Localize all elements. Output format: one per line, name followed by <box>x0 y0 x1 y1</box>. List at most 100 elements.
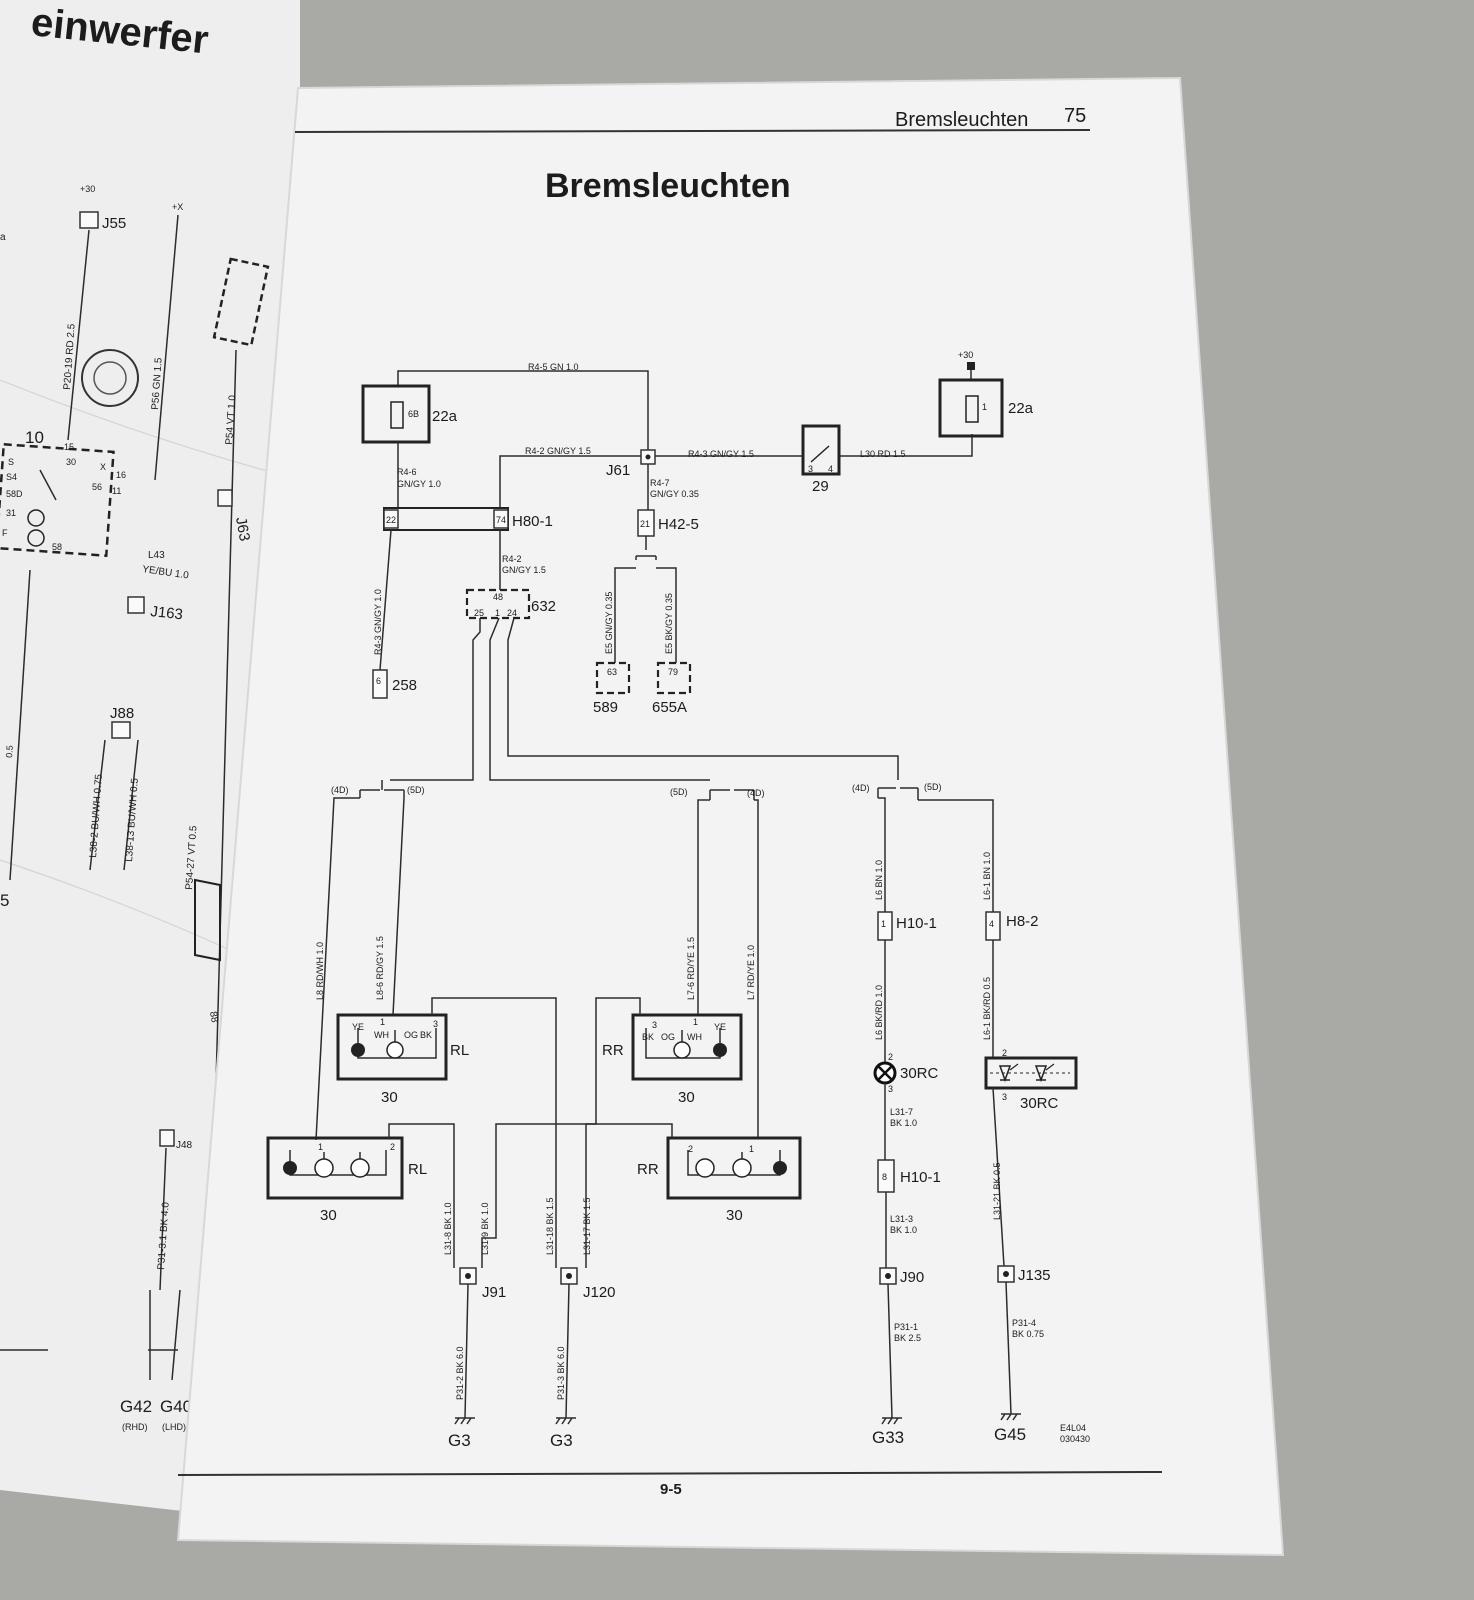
label-e5a: E5 GN/GY 0.35 <box>604 592 614 654</box>
lamp-unit-rl-upper <box>336 1013 448 1081</box>
left-label-j48: J48 <box>176 1140 193 1151</box>
label-l319: L31-9 BK 1.0 <box>480 1202 490 1255</box>
left-label-lhd: (LHD) <box>162 1422 186 1432</box>
label-d5b: (5D) <box>670 787 688 797</box>
page-sheet <box>176 76 1285 1557</box>
supply-terminal <box>967 362 975 370</box>
h80-pin-22 <box>383 509 399 529</box>
wire-p312 <box>464 1283 469 1419</box>
c589-label: 589 <box>593 699 618 716</box>
label-d4c: (4D) <box>852 783 870 793</box>
label-d5c: (5D) <box>924 782 942 792</box>
label-l61a: L6-1 BN 1.0 <box>982 852 992 900</box>
h10-upper-label: H10-1 <box>896 915 937 932</box>
label-l30: L30 RD 1.5 <box>860 449 906 459</box>
bulb-icon-3 <box>673 1041 691 1059</box>
label-l86: L8-6 RD/GY 1.5 <box>375 936 385 1000</box>
label-r42a: R4-2 GN/GY 1.5 <box>525 446 591 456</box>
switch-contact-icon <box>810 445 830 463</box>
module-589 <box>595 661 631 695</box>
left-switch-block <box>0 442 115 558</box>
rr-lower-number: 30 <box>726 1207 743 1224</box>
rr-upper-pin-bk: BK <box>642 1032 654 1042</box>
ground-g3-b: G3 <box>550 1431 573 1450</box>
rl-upper-pin-bk: BK <box>420 1030 432 1040</box>
left-label-15: 15 <box>64 442 74 452</box>
left-label-a: a <box>0 232 6 243</box>
c258-label: 258 <box>392 677 417 694</box>
label-r46a: R4-6 <box>397 467 417 477</box>
c632-pin1: 1 <box>495 608 500 618</box>
switch-label: 29 <box>812 478 829 495</box>
wire-l8 <box>315 797 360 1141</box>
h80-pin-a: 22 <box>386 515 396 525</box>
c258-pin: 6 <box>376 676 381 686</box>
splice-dot <box>645 454 651 460</box>
wire-rr-lower-ground <box>481 1123 673 1268</box>
bulb-icon-8 <box>695 1158 715 1178</box>
j91-label: J91 <box>482 1284 506 1301</box>
switch-lever <box>39 469 57 501</box>
wire-p311 <box>887 1283 893 1419</box>
label-d4b: (4D) <box>747 788 765 798</box>
left-label-l43: L43 <box>148 550 165 561</box>
lamp-30rc-pin3: 3 <box>888 1084 893 1094</box>
header-rule <box>294 129 1091 133</box>
h10-upper-pin: 1 <box>881 919 886 929</box>
module-632 <box>465 588 531 620</box>
left-label-j63: J63 <box>232 516 253 543</box>
wire-l30 <box>840 434 973 457</box>
j163-connector <box>127 596 145 614</box>
label-l8: L8 RD/WH 1.0 <box>315 942 325 1000</box>
connector-258 <box>372 669 388 699</box>
label-r47b: GN/GY 0.35 <box>650 489 699 499</box>
left-wire-j48 <box>159 1147 167 1291</box>
wire-632-right <box>489 617 710 781</box>
left-label-p20: P20-19 RD 2.5 <box>62 323 78 390</box>
label-d4a: (4D) <box>331 785 349 795</box>
left-label-p56: P56 GN 1.5 <box>150 357 165 410</box>
footer-page-ref: 9-5 <box>660 1481 682 1498</box>
j135-dot <box>1003 1271 1009 1277</box>
lamp-30rc-label: 30RC <box>900 1065 939 1082</box>
running-title: Bremsleuchten <box>895 109 1028 131</box>
j88-connector <box>111 721 131 739</box>
rl-lower-label: RL <box>408 1161 427 1178</box>
left-wire-vt <box>214 349 237 1121</box>
wire-l76 <box>697 799 710 1015</box>
fuse-left-label: 22a <box>432 408 458 425</box>
rl-upper-pin-og: OG <box>404 1030 418 1040</box>
ground-g45: G45 <box>994 1425 1026 1444</box>
bulb-icon-6 <box>314 1158 334 1178</box>
led-30rc-pin3: 3 <box>1002 1092 1007 1102</box>
h10-lower-label: H10-1 <box>900 1169 941 1186</box>
ignition-switch-icon <box>81 349 139 407</box>
label-l3121: L31-21 BK 0.5 <box>992 1162 1002 1220</box>
splice-left <box>359 780 405 798</box>
left-label-g40: G40 <box>160 1397 192 1416</box>
rr-upper-pin-3: 3 <box>652 1020 657 1030</box>
lamp-cross <box>877 1065 893 1081</box>
label-l6b: L6 BK/RD 1.0 <box>874 985 884 1040</box>
splice-right <box>709 789 755 800</box>
left-relay-box <box>212 257 270 347</box>
wire-e5 <box>614 567 677 663</box>
left-label-x: X <box>100 462 106 472</box>
wire-r43b <box>379 529 392 671</box>
c632-pin25: 25 <box>474 608 484 618</box>
h42-pin: 21 <box>640 519 650 529</box>
bulb-icon-5 <box>283 1161 297 1175</box>
fuse-left-pin: 6B <box>408 409 419 419</box>
fuse-22a-left <box>361 384 431 444</box>
label-l3117: L31-17 BK 1.5 <box>582 1197 592 1255</box>
left-label-s4: S4 <box>6 472 17 482</box>
c632-pin24: 24 <box>507 608 517 618</box>
wire-l7 <box>754 799 759 1138</box>
c655a-label: 655A <box>652 699 687 716</box>
footer-code-1: E4L04 <box>1060 1423 1086 1433</box>
left-label-56: 56 <box>92 482 102 492</box>
left-label-g42: G42 <box>120 1397 152 1416</box>
left-label-16: 16 <box>116 470 126 480</box>
h42-label: H42-5 <box>658 516 699 533</box>
label-p314b: BK 0.75 <box>1012 1329 1044 1339</box>
